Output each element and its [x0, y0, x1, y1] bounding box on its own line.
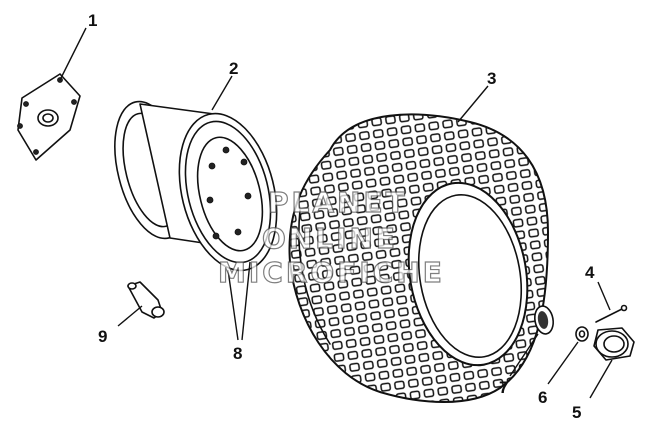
- part-9-valve-stem: [127, 281, 165, 319]
- callout-7: 7: [499, 378, 508, 397]
- watermark-line-1: PLANET: [268, 186, 408, 219]
- part-1-hub-plate: [17, 73, 81, 161]
- callout-6: 6: [538, 388, 547, 407]
- leader-lines: [59, 27, 613, 399]
- callout-3: 3: [487, 69, 496, 88]
- part-7-washer: [534, 305, 554, 335]
- watermark: PLANET ONLINE MICROFICHE: [217, 185, 445, 289]
- watermark-line-2: ONLINE: [262, 222, 398, 255]
- callout-1: 1: [88, 11, 97, 30]
- part-4-cotter-pin: [595, 304, 628, 323]
- part-2-wheel-rim: [114, 100, 278, 272]
- callout-2: 2: [229, 59, 238, 78]
- watermark-line-3: MICROFICHE: [218, 256, 445, 289]
- part-6-nut: [575, 326, 589, 342]
- callout-labels: 1 2 3 4 5 6 7 8 9: [88, 11, 595, 422]
- callout-5: 5: [572, 403, 581, 422]
- callout-4: 4: [585, 263, 595, 282]
- callout-9: 9: [98, 327, 107, 346]
- part-5-hub-cap: [593, 327, 635, 361]
- callout-8: 8: [233, 344, 242, 363]
- part-3-tire: [288, 113, 550, 403]
